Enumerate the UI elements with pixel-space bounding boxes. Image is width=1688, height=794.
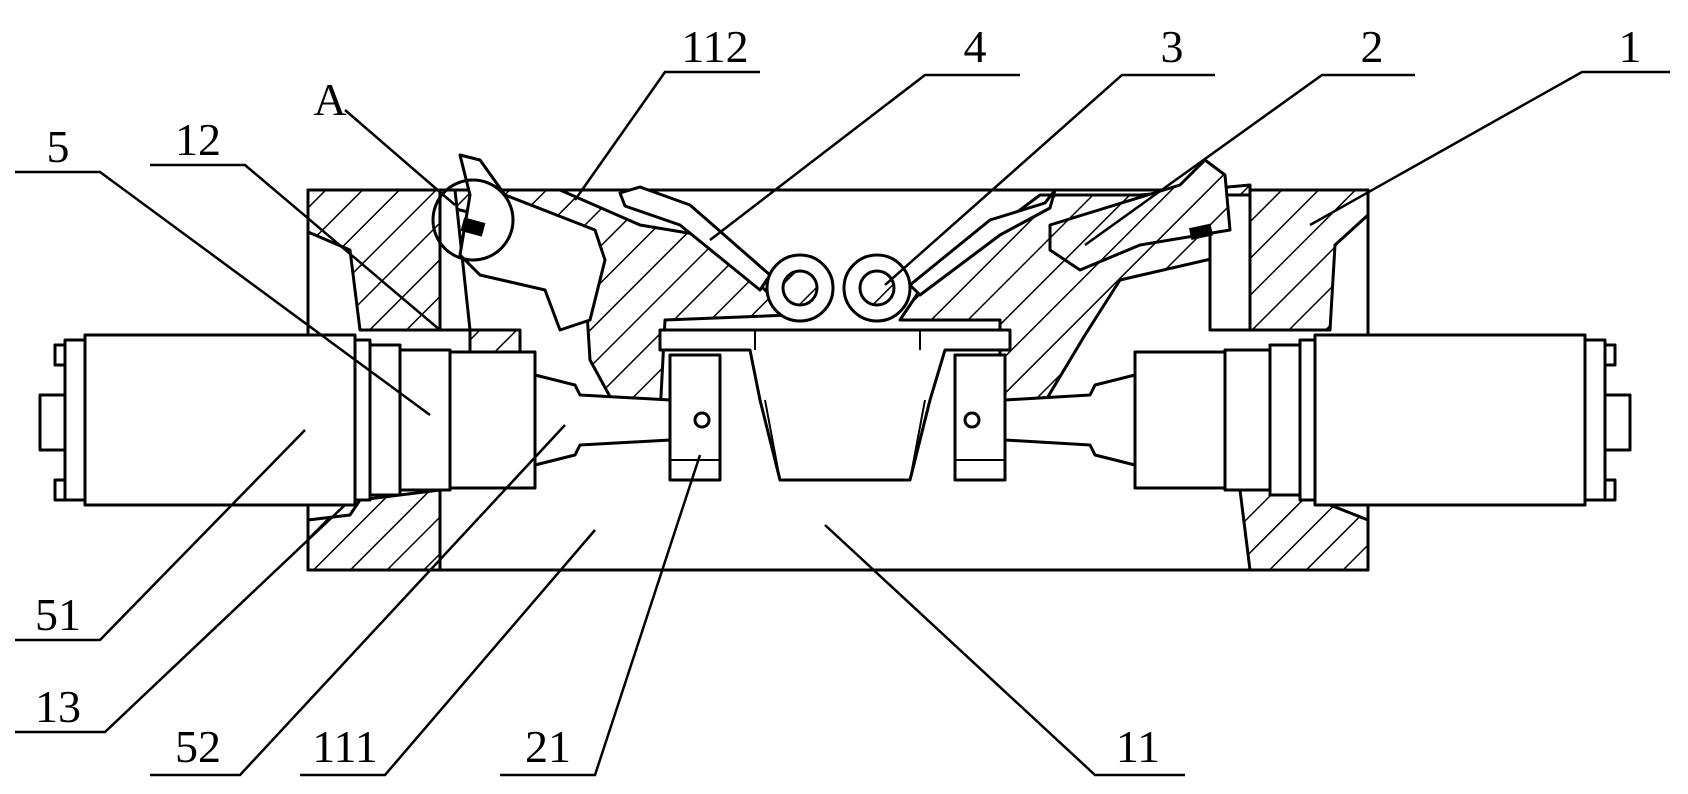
detail-a-circle [431, 178, 515, 262]
label-12: 12 [175, 114, 221, 165]
left-spring-plate [618, 185, 772, 292]
reference-labels: 1 2 3 4 5 11 12 13 21 51 52 111 112 A [35, 21, 1642, 772]
right-spring-plate [908, 188, 1057, 297]
left-roller [765, 253, 835, 323]
label-11: 11 [1116, 721, 1160, 772]
label-21: 21 [525, 721, 571, 772]
label-13: 13 [35, 681, 81, 732]
label-112: 112 [681, 21, 748, 72]
label-a: A [313, 74, 346, 125]
label-51: 51 [35, 589, 81, 640]
label-111: 111 [312, 721, 378, 772]
right-actuator [1003, 333, 1632, 507]
label-2: 2 [1361, 21, 1384, 72]
right-jaw [953, 353, 1007, 482]
label-52: 52 [175, 721, 221, 772]
right-clamp-lever [1048, 158, 1232, 272]
left-jaw [668, 353, 722, 482]
right-roller [842, 253, 912, 323]
left-clamp-lever [431, 153, 607, 332]
label-1: 1 [1619, 21, 1642, 72]
center-wedge [658, 328, 1012, 482]
label-4: 4 [964, 21, 987, 72]
label-5: 5 [47, 121, 70, 172]
label-3: 3 [1161, 21, 1184, 72]
left-actuator [38, 333, 672, 507]
leader-lines [15, 70, 1670, 777]
